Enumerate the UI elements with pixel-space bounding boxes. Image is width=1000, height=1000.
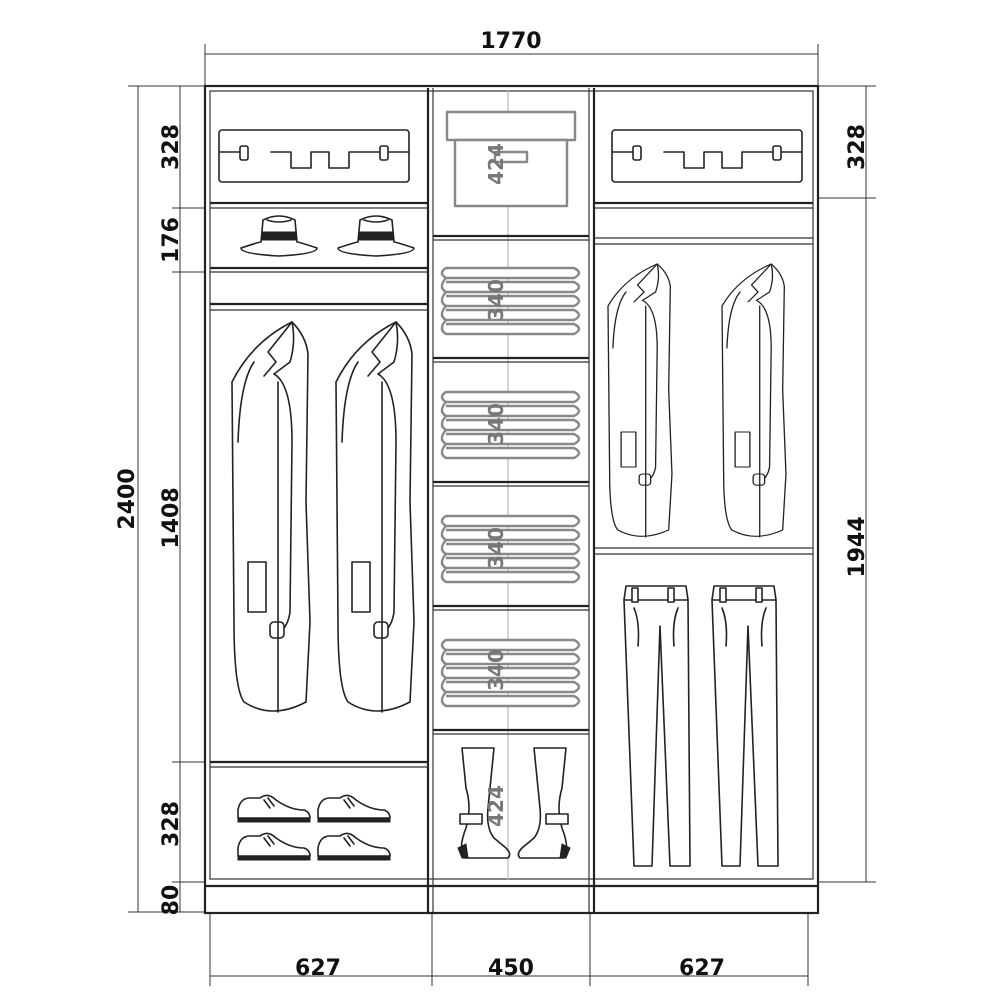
shoe-icon	[237, 794, 311, 823]
middle-column	[433, 110, 589, 859]
right-column-width-label: 627	[679, 956, 725, 981]
shelf-1-label: 340	[484, 279, 508, 321]
shelf-4-label: 340	[484, 649, 508, 691]
shelf-3-label: 340	[484, 527, 508, 569]
right-hanging-section-label: 1944	[845, 516, 870, 577]
storage-box-icon	[445, 110, 577, 208]
jacket-icon	[721, 263, 787, 538]
middle-column-width-label: 450	[488, 956, 534, 981]
folded-clothes-icon	[440, 266, 581, 336]
left-column	[210, 129, 428, 861]
dimension-lines	[128, 44, 876, 986]
shoe-icon	[317, 832, 391, 861]
box-compartment-label: 424	[484, 143, 508, 185]
left-hanging-section-label: 1408	[159, 487, 184, 548]
left-hat-shelf-label: 176	[159, 217, 184, 263]
boots-compartment-label: 424	[484, 785, 508, 827]
right-column	[594, 129, 813, 867]
hat-icon	[337, 215, 415, 257]
right-top-compartment-label: 328	[845, 124, 870, 170]
trousers-icon	[711, 585, 779, 867]
folded-clothes-icon	[440, 638, 581, 708]
left-shoe-compartment-label: 328	[159, 801, 184, 847]
folded-clothes-icon	[440, 390, 581, 460]
total-height-label: 2400	[115, 468, 140, 529]
shelf-2-label: 340	[484, 403, 508, 445]
folded-clothes-icon	[440, 514, 581, 584]
total-width-label: 1770	[480, 29, 541, 54]
left-top-compartment-label: 328	[159, 124, 184, 170]
jacket-icon	[231, 321, 311, 713]
shoe-icon	[237, 832, 311, 861]
suitcase-icon	[611, 129, 803, 183]
suitcase-icon	[218, 129, 410, 183]
boot-icon	[517, 747, 571, 859]
plinth-label: 80	[159, 885, 184, 916]
jacket-icon	[335, 321, 415, 713]
hat-icon	[240, 215, 318, 257]
shoe-icon	[317, 794, 391, 823]
jacket-icon	[607, 263, 673, 538]
wardrobe-frame	[203, 84, 820, 915]
left-column-width-label: 627	[295, 956, 341, 981]
trousers-icon	[623, 585, 691, 867]
